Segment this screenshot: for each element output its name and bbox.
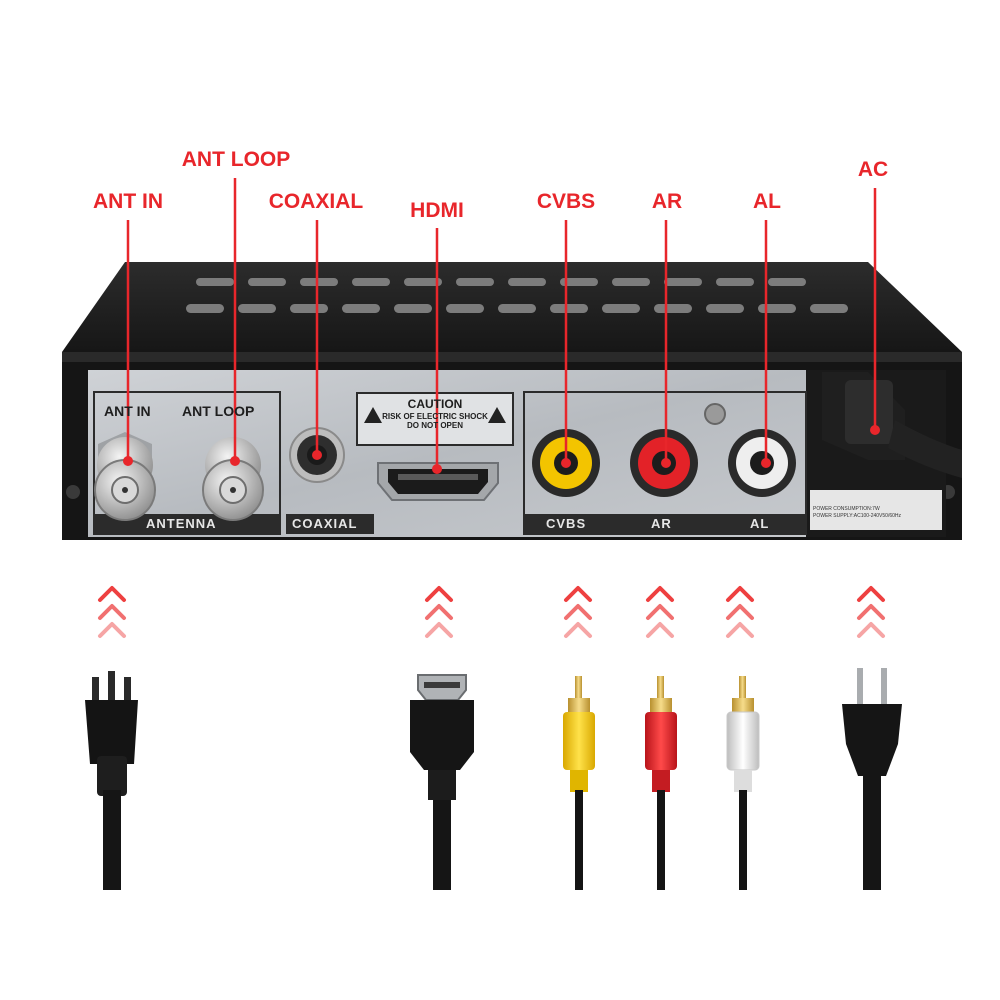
power-rating-line-2: POWER SUPPLY:AC100-240V50/60Hz xyxy=(813,513,902,519)
warning-triangle-icon xyxy=(488,407,506,423)
panel-ant-in-label: ANT IN xyxy=(104,403,151,419)
screw-icon xyxy=(66,485,80,499)
callout-ac: AC xyxy=(857,158,889,181)
panel-coaxial-label: COAXIAL xyxy=(292,516,358,531)
ac-power-plug xyxy=(842,668,902,890)
rca-red-plug xyxy=(645,676,677,890)
ant-in-connector xyxy=(94,432,156,521)
callout-cvbs: CVBS xyxy=(536,190,596,213)
warning-triangle-icon xyxy=(364,407,382,423)
antenna-plug xyxy=(85,671,138,890)
chevron-up-icon xyxy=(425,586,453,638)
caution-title: CAUTION xyxy=(407,397,463,411)
hdmi-port xyxy=(377,462,499,501)
ac-power-cord xyxy=(822,372,962,478)
panel-antenna-label: ANTENNA xyxy=(146,516,217,531)
callout-lines xyxy=(126,178,877,469)
callout-ant-loop: ANT LOOP xyxy=(181,148,291,171)
panel-cvbs-label: CVBS xyxy=(546,516,587,531)
panel-al-label: AL xyxy=(750,516,770,531)
chevron-up-icon xyxy=(646,586,674,638)
power-rating-label: POWER CONSUMPTION:7W POWER SUPPLY:AC100-… xyxy=(813,506,901,520)
caution-line-1: RISK OF ELECTRIC SHOCK xyxy=(382,412,488,421)
caution-label xyxy=(356,392,514,446)
callout-al: AL xyxy=(753,190,781,213)
caution-block: CAUTION RISK OF ELECTRIC SHOCK DO NOT OP… xyxy=(360,395,510,443)
power-rating-line-1: POWER CONSUMPTION:7W xyxy=(813,506,880,512)
hdmi-plug xyxy=(410,674,474,890)
panel-ant-loop-label: ANT LOOP xyxy=(182,403,255,419)
chevron-up-icon xyxy=(98,586,126,638)
chevron-up-icon xyxy=(564,586,592,638)
ant-loop-connector xyxy=(202,437,264,521)
caution-line-2: DO NOT OPEN xyxy=(406,421,463,430)
callout-dots xyxy=(123,425,880,474)
panel-ar-label: AR xyxy=(651,516,672,531)
callout-ar: AR xyxy=(651,190,683,213)
chevron-up-icon xyxy=(726,586,754,638)
callout-ant-in: ANT IN xyxy=(93,190,163,213)
chevron-up-icon xyxy=(857,586,885,638)
callout-coaxial: COAXIAL xyxy=(268,190,364,213)
callout-hdmi: HDMI xyxy=(410,199,464,222)
up-arrows xyxy=(98,586,885,638)
rca-white-plug xyxy=(726,676,760,890)
screw-icon xyxy=(704,403,726,425)
vent-slots xyxy=(186,278,848,313)
rca-yellow-plug xyxy=(563,676,595,890)
